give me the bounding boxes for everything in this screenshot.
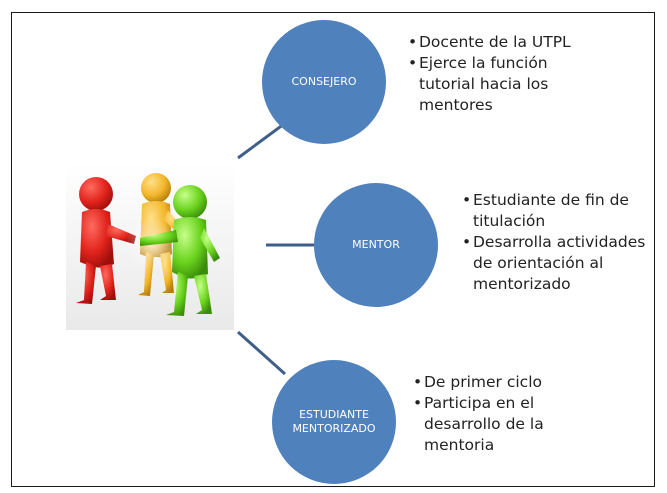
node-estudiante-label: ESTUDIANTE MENTORIZADO: [292, 408, 376, 435]
bullet-dot: •: [413, 373, 423, 391]
node-consejero-label: CONSEJERO: [291, 75, 357, 88]
bullet-item: •Participa en el desarrollo de la mentor…: [413, 394, 544, 454]
bullet-item: •Estudiante de fin de titulación: [462, 191, 629, 230]
figure-red: [76, 177, 136, 304]
bullets-estudiante: •De primer ciclo •Participa en el desarr…: [413, 372, 578, 456]
node-estudiante-mentorizado: ESTUDIANTE MENTORIZADO: [272, 360, 396, 484]
bullet-dot: •: [408, 33, 418, 51]
connector-estudiante: [237, 330, 286, 376]
bullets-mentor: •Estudiante de fin de titulación •Desarr…: [462, 190, 658, 295]
bullet-dot: •: [462, 191, 472, 209]
node-mentor: MENTOR: [314, 183, 438, 307]
figure-green: [140, 185, 220, 316]
node-mentor-label: MENTOR: [352, 238, 400, 251]
bullet-item: •Ejerce la función tutorial hacia los me…: [408, 54, 549, 114]
bullet-item: •De primer ciclo: [413, 373, 542, 391]
three-people-helping-figure: [66, 162, 234, 330]
bullet-dot: •: [462, 233, 472, 251]
bullet-item: •Desarrolla actividades de orientación a…: [462, 233, 646, 293]
bullets-consejero: •Docente de la UTPL •Ejerce la función t…: [408, 32, 583, 116]
bullet-dot: •: [413, 394, 423, 412]
node-consejero: CONSEJERO: [262, 20, 386, 144]
bullet-item: •Docente de la UTPL: [408, 33, 571, 51]
connector-consejero: [237, 122, 285, 160]
bullet-dot: •: [408, 54, 418, 72]
